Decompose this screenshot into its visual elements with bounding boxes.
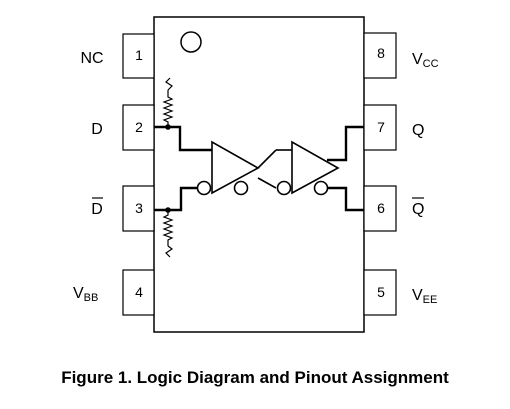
pin-4-number: 4 (135, 284, 143, 300)
pin-3-box (122, 185, 155, 232)
resistor-bottom (162, 210, 174, 246)
pin-3-label: D (91, 201, 103, 218)
pin-5-box (363, 269, 397, 316)
gate-1 (196, 140, 260, 196)
pin-8-box (363, 32, 397, 79)
pin-6-label: Q (412, 201, 424, 218)
gate-1-triangle (211, 140, 260, 195)
inter-gate-wires (257, 149, 292, 189)
pin-4-box (122, 269, 155, 316)
pin1-indicator (180, 31, 202, 53)
pin-6: 6 Q (363, 185, 424, 232)
gate-1-output-bubble (233, 180, 249, 196)
logic-circuit (154, 124, 212, 213)
pin-2-number: 2 (135, 119, 143, 135)
pin-5-label: VEE (412, 287, 437, 306)
resistors (162, 77, 174, 258)
pin-7-number: 7 (377, 119, 385, 135)
figure-caption: Figure 1. Logic Diagram and Pinout Assig… (61, 368, 449, 387)
gate-2 (276, 140, 340, 196)
resistor-top (162, 90, 174, 127)
pin-1-box (122, 33, 155, 79)
pin-4-label: VBB (73, 285, 98, 304)
pin-5: 5 VEE (363, 269, 437, 316)
pin-2: 2 D (91, 104, 155, 151)
pin-2-box (122, 104, 155, 151)
pin-3-number: 3 (135, 200, 143, 216)
pin-1-label: NC (80, 50, 103, 67)
cross-wire-1 (257, 149, 277, 169)
pin-5-number: 5 (377, 284, 385, 300)
gate-2-output-bubble (313, 180, 329, 196)
q-output-wire (327, 125, 364, 162)
pin-7-box (363, 104, 397, 151)
chip-body (153, 16, 365, 333)
output-wires (327, 125, 364, 212)
pin-2-label: D (91, 121, 103, 138)
pin-8: 8 VCC (363, 32, 439, 79)
pin-8-number: 8 (377, 45, 385, 61)
pin-3: 3 D (91, 185, 155, 232)
gate-1-input-bubble (196, 180, 212, 196)
pin-7-label: Q (412, 122, 424, 139)
d-input-wire (154, 125, 212, 152)
pin-1: 1 NC (80, 33, 155, 79)
pin-7: 7 Q (363, 104, 424, 151)
pin-4: 4 VBB (73, 269, 155, 316)
dbar-input-wire (154, 186, 197, 212)
pin-8-label: VCC (412, 51, 439, 70)
gate-2-triangle (291, 140, 340, 195)
gate-2-input-bubble (276, 180, 292, 196)
resistor-bottom-terminal (165, 245, 174, 258)
resistor-top-terminal (165, 77, 173, 91)
qbar-output-wire (327, 186, 364, 212)
pin-6-box (363, 185, 397, 232)
pin-1-number: 1 (135, 47, 143, 63)
cross-wire-2 (257, 177, 277, 189)
pin-6-number: 6 (377, 200, 385, 216)
